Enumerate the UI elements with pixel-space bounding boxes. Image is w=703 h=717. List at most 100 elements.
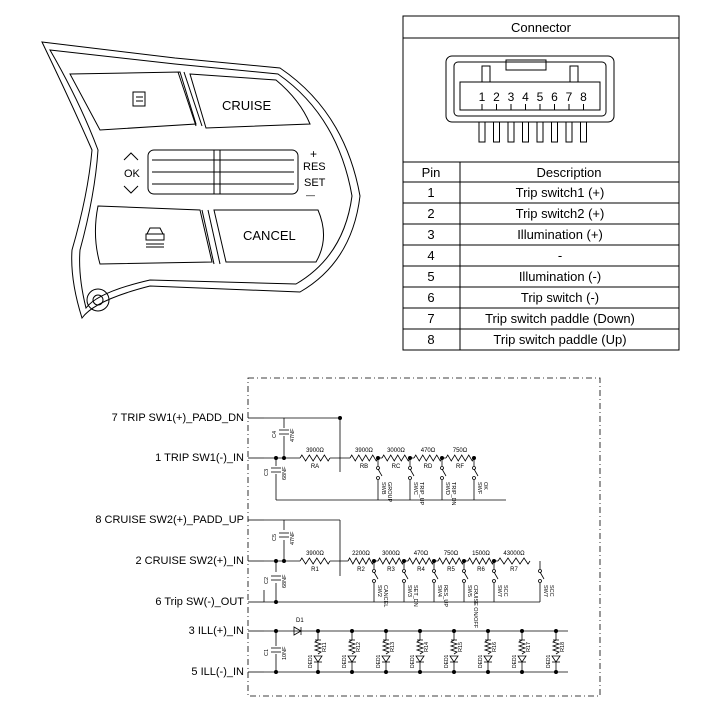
junction-dot — [407, 455, 412, 460]
trip-scroll-wheel — [147, 149, 299, 195]
led-label: DED1 — [546, 654, 552, 668]
connector-table — [402, 15, 680, 351]
resistor-name: R3 — [387, 567, 395, 573]
led-symbol — [517, 655, 527, 663]
set-label: SET — [304, 177, 326, 189]
led-symbol — [347, 655, 357, 663]
junction-dot — [485, 670, 490, 675]
resistor-value: 1500Ω — [472, 551, 490, 557]
junction-dot — [315, 670, 320, 675]
junction-dot — [371, 559, 376, 564]
junction-dot — [451, 670, 456, 675]
switch-name: SW4 — [436, 585, 442, 597]
pin-description-cell: Illumination (-) — [519, 269, 601, 284]
capacitor-value: 47NF — [290, 531, 296, 545]
plus-label: + — [310, 147, 317, 161]
pin-number-cell: 3 — [427, 227, 434, 242]
resistor-name: R2 — [357, 567, 365, 573]
resistor-value: 750Ω — [444, 551, 459, 557]
junction-dot — [554, 670, 559, 675]
connector-pin-number: 6 — [551, 90, 558, 104]
capacitor-name: C1 — [264, 649, 270, 656]
junction-dot — [471, 455, 476, 460]
resistor-value: 3900Ω — [306, 448, 324, 454]
terminal-label: 3 ILL(+)_IN — [189, 625, 244, 637]
led-resistor-symbol — [551, 639, 561, 655]
switch-function: SCC — [548, 585, 554, 597]
resistor-name: R4 — [417, 567, 425, 573]
connector-pin-number: 5 — [537, 90, 544, 104]
led-resistor-symbol — [449, 639, 459, 655]
resistor-symbol — [467, 557, 495, 565]
resistor-symbol — [349, 454, 379, 462]
led-symbol — [415, 655, 425, 663]
junction-dot — [461, 559, 466, 564]
resistor-value: 2200Ω — [352, 551, 370, 557]
connector-pin-number: 7 — [566, 90, 573, 104]
terminal-label: 8 CRUISE SW2(+)_PADD_UP — [95, 514, 244, 526]
cruise-button — [189, 73, 311, 129]
mount-hole — [86, 288, 110, 312]
switch-name: SW3 — [406, 585, 412, 597]
resistor-symbol — [299, 454, 331, 462]
table-header-description: Description — [536, 165, 601, 180]
connector-pin-number: 8 — [580, 90, 587, 104]
led-label: DED1 — [342, 654, 348, 668]
resistor-symbol — [377, 557, 405, 565]
capacitor-value: 47NF — [290, 428, 296, 442]
resistor-name: RD — [424, 464, 433, 470]
connector-pin — [478, 121, 486, 143]
switch-function: SET_DN — [412, 585, 418, 607]
switch-function: RES_UP — [442, 585, 448, 607]
switch-name: SWD — [444, 482, 450, 495]
capacitor-value: 68NF — [282, 466, 288, 480]
car-distance-icon — [145, 227, 165, 248]
junction-dot — [520, 670, 525, 675]
led-symbol — [381, 655, 391, 663]
junction-dot — [401, 559, 406, 564]
ok-label: OK — [124, 168, 141, 180]
pin-description-cell: Trip switch paddle (Up) — [493, 332, 626, 347]
resistor-value: 3000Ω — [382, 551, 400, 557]
led-symbol — [313, 655, 323, 663]
led-resistor-symbol — [381, 639, 391, 655]
junction-dot — [273, 559, 278, 564]
connector-drawing — [445, 55, 615, 143]
switch-function: OK — [482, 482, 488, 490]
cruise-mode-button — [94, 205, 213, 265]
chevron-down-icon — [123, 185, 139, 194]
cancel-button — [213, 209, 324, 263]
resistor-value: 3900Ω — [355, 448, 373, 454]
switch-name: SWB — [380, 482, 386, 495]
switch-function: TRIP_DN — [450, 482, 456, 506]
resistor-name: RF — [456, 464, 464, 470]
junction-dot — [273, 629, 278, 634]
led-label: DED1 — [376, 654, 382, 668]
pin-number-cell: 2 — [427, 206, 434, 221]
pin-description-cell: Trip switch (-) — [521, 290, 599, 305]
resistor-value: 3900Ω — [306, 551, 324, 557]
resistor-value: 43000Ω — [503, 551, 525, 557]
led-resistor-symbol — [415, 639, 425, 655]
terminal-label: 7 TRIP SW1(+)_PADD_DN — [112, 412, 244, 424]
resistor-symbol — [497, 557, 531, 565]
led-resistor-name: R11 — [322, 642, 328, 652]
led-resistor-name: R14 — [424, 642, 430, 652]
connector-pin — [536, 121, 544, 143]
connector-pin — [580, 121, 587, 143]
junction-dot — [417, 670, 422, 675]
switch-name: SWF — [476, 482, 482, 495]
terminal-label: 6 Trip SW(-)_OUT — [155, 596, 244, 608]
pin-number-cell: 6 — [427, 290, 434, 305]
resistor-value: 750Ω — [453, 448, 468, 454]
pin-number-cell: 4 — [427, 248, 434, 263]
resistor-symbol — [445, 454, 475, 462]
led-symbol — [483, 655, 493, 663]
led-resistor-name: R17 — [526, 642, 532, 652]
table-header-pin: Pin — [422, 165, 441, 180]
led-resistor-name: R16 — [492, 642, 498, 652]
led-symbol — [449, 655, 459, 663]
resistor-symbol — [413, 454, 443, 462]
